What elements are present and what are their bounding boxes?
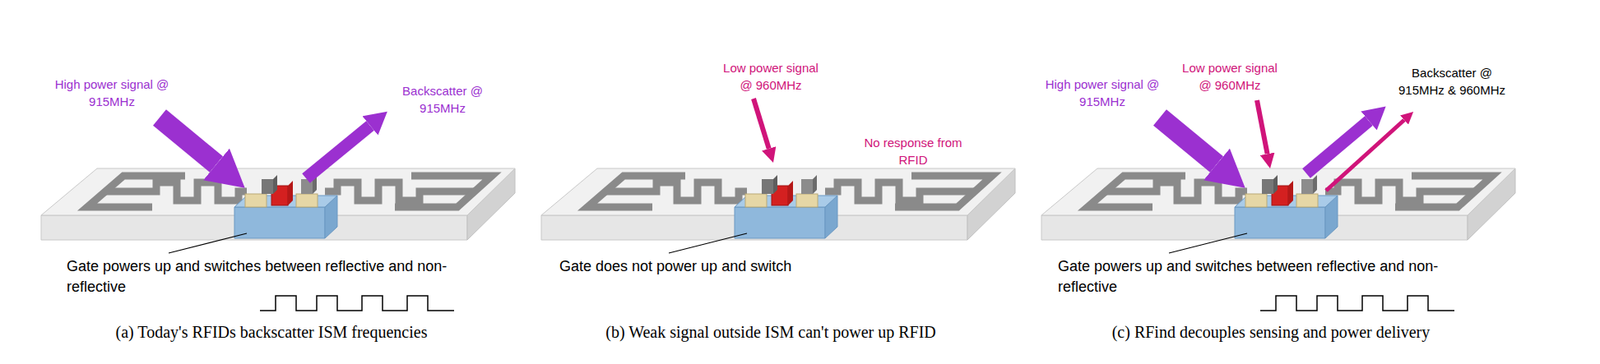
signal-label: High power signal @ 915MHz: [1044, 75, 1160, 111]
signal-label: No response from RFID: [855, 134, 971, 169]
gate-note: Gate does not power up and switch: [559, 256, 889, 278]
backscatter-arrow: [1326, 120, 1405, 191]
gate-note: Gate powers up and switches between refl…: [1057, 256, 1445, 298]
signal-label: High power signal @ 915MHz: [54, 75, 170, 111]
rfid-tag: [1041, 168, 1516, 241]
signal-arrow: [1256, 100, 1268, 154]
leader-line: [168, 233, 247, 254]
signal-arrow: [159, 117, 217, 165]
signal-label: Backscatter @ 915MHz: [393, 82, 492, 117]
square-wave: [259, 296, 455, 311]
backscatter-arrow: [1306, 120, 1369, 174]
leader-line: [668, 233, 747, 254]
signal-label: Low power signal @ 960MHz: [717, 59, 825, 94]
signal-arrow: [1159, 117, 1217, 165]
backscatter-arrow: [306, 125, 371, 179]
leader-line: [1168, 233, 1248, 254]
subfigure-caption: (b) Weak signal outside ISM can't power …: [565, 320, 977, 344]
gate-note: Gate powers up and switches between refl…: [66, 256, 454, 298]
rfid-tag: [541, 168, 1016, 241]
rfid-tag: [41, 168, 515, 241]
square-wave: [1260, 296, 1455, 311]
signal-label: Backscatter @ 915MHz & 960MHz: [1394, 64, 1510, 99]
subfigure-caption: (a) Today's RFIDs backscatter ISM freque…: [65, 320, 478, 344]
subfigure-caption: (c) RFind decouples sensing and power de…: [1065, 320, 1477, 344]
signal-label: Low power signal @ 960MHz: [1176, 59, 1284, 94]
signal-arrow: [753, 98, 770, 149]
